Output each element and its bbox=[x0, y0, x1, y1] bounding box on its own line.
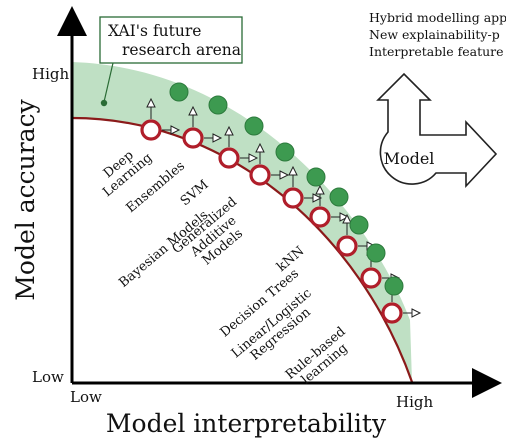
model-marker bbox=[218, 147, 240, 169]
interpretability-arrow bbox=[240, 153, 259, 163]
corner-line-3: Interpretable feature bbox=[369, 44, 504, 59]
callout-line-1: XAI's future bbox=[108, 22, 201, 40]
accuracy-arrow bbox=[315, 184, 325, 206]
model-marker bbox=[309, 206, 331, 228]
interpretability-arrow bbox=[204, 133, 223, 143]
future-model-dot bbox=[244, 116, 264, 136]
model-label: GeneralizedAdditiveModels bbox=[170, 195, 258, 279]
model-marker bbox=[249, 164, 271, 186]
interpretability-arrow bbox=[271, 170, 290, 180]
y-high-label: High bbox=[32, 65, 69, 83]
model-symbol-label: Model bbox=[384, 149, 435, 168]
future-model-dot bbox=[349, 215, 369, 235]
callout-box bbox=[99, 16, 243, 64]
callout-anchor-dot bbox=[100, 99, 108, 107]
model-markers bbox=[140, 119, 403, 324]
future-model-dot bbox=[208, 95, 228, 115]
callout-line-2: research arena bbox=[122, 41, 241, 59]
interpretability-arrow bbox=[162, 125, 181, 135]
corner-line-1: Hybrid modelling app bbox=[369, 10, 506, 25]
model-marker bbox=[140, 119, 162, 141]
future-model-dot bbox=[329, 187, 349, 207]
model-label-line: SVM bbox=[178, 177, 212, 209]
x-low-label: Low bbox=[70, 388, 102, 406]
accuracy-arrow bbox=[288, 165, 298, 187]
future-model-dot bbox=[169, 82, 189, 102]
accuracy-arrow bbox=[255, 142, 265, 164]
x-axis-title: Model interpretability bbox=[106, 409, 387, 438]
model-marker bbox=[381, 302, 403, 324]
interpretability-arrow bbox=[331, 212, 350, 222]
model-arrow-symbol bbox=[376, 72, 498, 189]
corner-line-2: New explainability-p bbox=[369, 27, 500, 42]
interpretability-arrow bbox=[403, 308, 422, 318]
model-marker bbox=[360, 267, 382, 289]
future-model-dot bbox=[306, 167, 326, 187]
interpretability-arrow bbox=[304, 193, 323, 203]
accuracy-arrow bbox=[146, 97, 156, 119]
y-axis-title: Model accuracy bbox=[11, 98, 40, 300]
model-label: SVM bbox=[178, 177, 212, 209]
model-marker bbox=[282, 187, 304, 209]
accuracy-arrow bbox=[224, 125, 234, 147]
callout-leader bbox=[103, 62, 114, 103]
x-high-label: High bbox=[396, 393, 433, 411]
future-model-dot bbox=[366, 243, 386, 263]
accuracy-interpretability-frontier bbox=[71, 116, 414, 383]
model-marker bbox=[336, 235, 358, 257]
accuracy-arrow bbox=[188, 105, 198, 127]
y-low-label: Low bbox=[32, 368, 64, 386]
model-marker bbox=[182, 127, 204, 149]
future-model-dots bbox=[169, 82, 404, 296]
future-model-dot bbox=[275, 142, 295, 162]
accuracy-arrow bbox=[342, 213, 352, 235]
future-model-dot bbox=[384, 276, 404, 296]
